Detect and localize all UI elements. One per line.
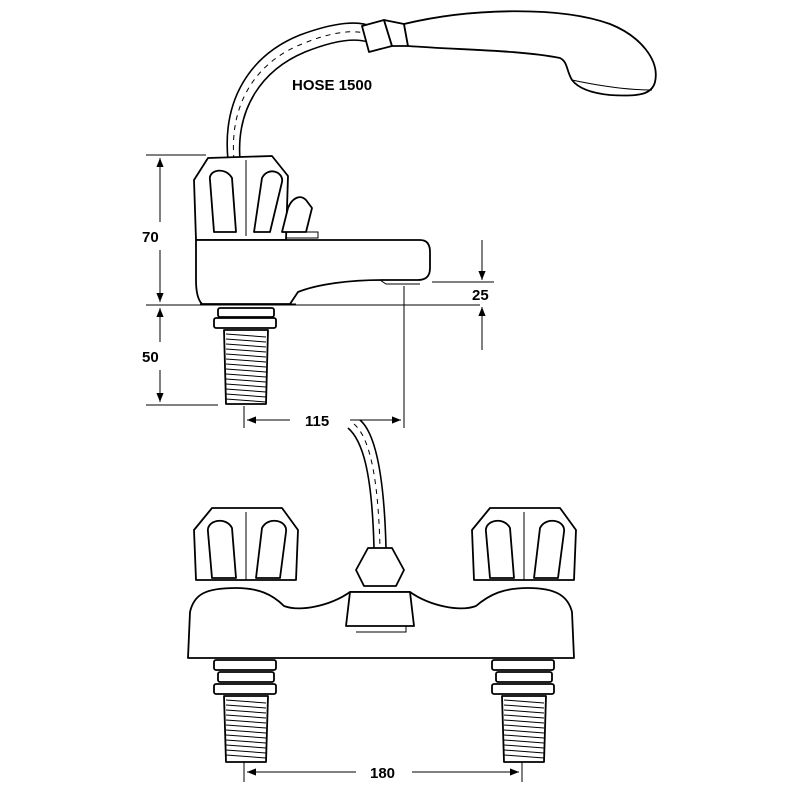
shower-handset <box>403 10 657 97</box>
thread-line <box>225 333 267 338</box>
dimension-lines <box>146 154 523 782</box>
thread-line <box>225 338 267 343</box>
thread-line <box>225 744 267 749</box>
front-right-thread <box>491 659 555 763</box>
thread-line <box>503 754 545 759</box>
front-diverter <box>355 547 405 587</box>
side-view <box>193 10 657 405</box>
thread-line <box>225 348 267 353</box>
thread-line <box>225 699 267 704</box>
thread-line <box>225 734 267 739</box>
tap-centres-label: 180 <box>370 765 395 782</box>
thread-line <box>225 388 267 393</box>
thread-line <box>503 704 545 709</box>
thread-line <box>225 754 267 759</box>
spout-height-label: 25 <box>472 287 489 304</box>
thread-line <box>503 714 545 719</box>
front-left-thread <box>213 659 277 763</box>
thread-line <box>225 749 267 754</box>
thread-line <box>503 734 545 739</box>
thread-line <box>225 704 267 709</box>
thread-line <box>225 358 267 363</box>
thread-line <box>503 739 545 744</box>
thread-line <box>225 373 267 378</box>
overall-height-label: 70 <box>142 229 159 246</box>
thread-line <box>503 749 545 754</box>
front-right-handle <box>471 507 577 581</box>
thread-length-label: 50 <box>142 349 159 366</box>
thread-line <box>225 398 267 403</box>
side-thread <box>213 307 277 405</box>
thread-line <box>225 729 267 734</box>
side-spout <box>195 239 431 305</box>
thread-line <box>225 353 267 358</box>
thread-line <box>225 714 267 719</box>
thread-line <box>225 383 267 388</box>
thread-line <box>225 343 267 348</box>
hose-collar <box>361 19 409 53</box>
thread-line <box>225 393 267 398</box>
thread-line <box>225 719 267 724</box>
thread-line <box>503 709 545 714</box>
thread-line <box>225 363 267 368</box>
thread-line <box>225 378 267 383</box>
thread-line <box>225 368 267 373</box>
diverter-knob <box>281 196 313 233</box>
spout-reach-label: 115 <box>305 413 329 430</box>
front-hose <box>347 419 387 549</box>
thread-line <box>225 709 267 714</box>
thread-line <box>503 719 545 724</box>
thread-line <box>225 724 267 729</box>
side-valve-head <box>193 155 289 241</box>
shower-hose <box>226 22 373 161</box>
front-view <box>187 419 577 763</box>
thread-line <box>503 744 545 749</box>
front-left-handle <box>193 507 299 581</box>
thread-line <box>225 739 267 744</box>
thread-line <box>503 729 545 734</box>
thread-line <box>503 724 545 729</box>
hose-length-label: HOSE 1500 <box>292 77 372 94</box>
thread-line <box>503 699 545 704</box>
